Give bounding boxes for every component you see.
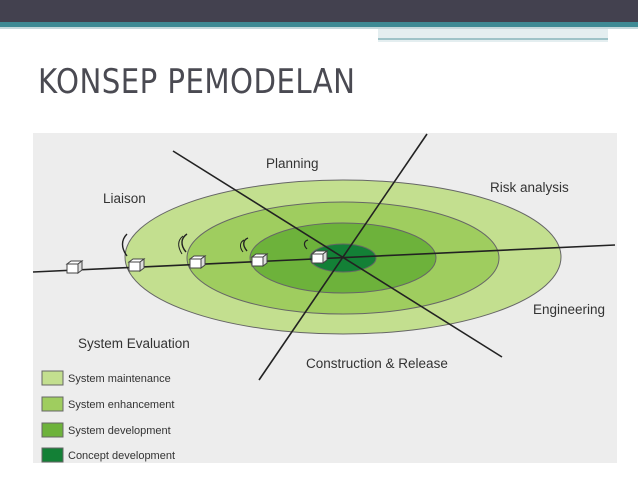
legend-swatch-system-enhancement	[41, 396, 64, 412]
curved-arrow-icon	[121, 233, 128, 257]
legend-swatch-system-development	[41, 422, 64, 438]
label-construction-release: Construction & Release	[306, 356, 448, 371]
milestone-cube	[127, 258, 146, 272]
milestone-cube	[250, 253, 269, 267]
curved-arrow-icon	[243, 237, 249, 252]
curved-arrow-icon	[240, 239, 245, 253]
curved-arrow-icon	[303, 239, 309, 250]
legend-swatch-concept-development	[41, 447, 64, 463]
label-planning: Planning	[266, 156, 319, 171]
label-risk-analysis: Risk analysis	[490, 180, 569, 195]
label-liaison: Liaison	[103, 191, 146, 206]
slide-title: KONSEP PEMODELAN	[38, 62, 356, 102]
curved-arrow-icon	[181, 233, 188, 253]
milestone-cube	[188, 255, 207, 269]
legend-swatch-system-maintenance	[41, 370, 64, 386]
axis-risk-system	[258, 133, 428, 381]
axis-planning-construction	[172, 150, 503, 358]
top-banner	[0, 0, 638, 22]
curved-arrow-icon	[178, 235, 184, 255]
legend-label: System development	[68, 425, 171, 437]
label-engineering: Engineering	[533, 302, 605, 317]
legend-label: System enhancement	[68, 399, 174, 411]
accent-stripe	[0, 22, 638, 27]
legend-label: Concept development	[68, 450, 175, 462]
accent-stripe-light	[0, 27, 638, 29]
milestone-cube	[65, 260, 84, 274]
legend-label: System maintenance	[68, 373, 171, 385]
legend: System maintenance System enhancement Sy…	[41, 370, 175, 463]
accent-tab-line	[378, 38, 608, 40]
label-system-evaluation: System Evaluation	[78, 336, 190, 351]
milestone-cube	[310, 250, 329, 264]
